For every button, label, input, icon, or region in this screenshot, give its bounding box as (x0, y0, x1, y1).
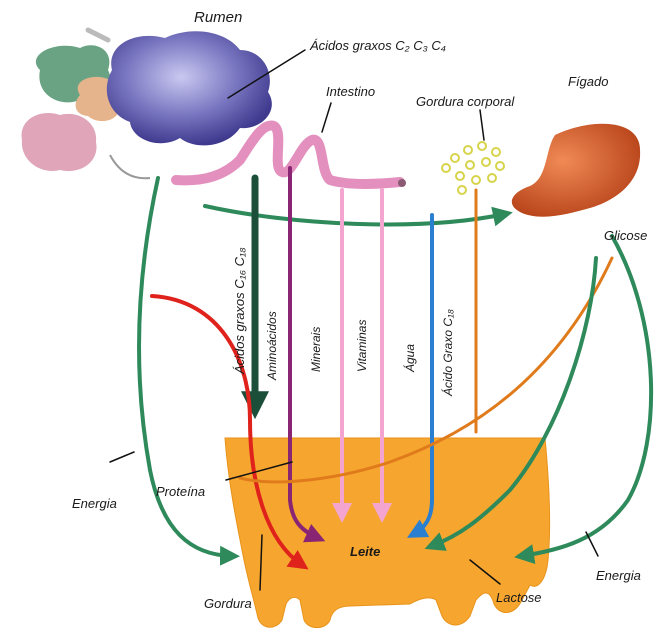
label-proteina: Proteína (156, 484, 205, 499)
label-glicose: Glicose (604, 228, 647, 243)
label-gordura: Gordura (204, 596, 252, 611)
pointer-intestino (322, 103, 331, 132)
label-energia-right: Energia (596, 568, 641, 583)
label-acidos-graxos-long: Ácidos graxos C₁₆ C₁₈ (232, 247, 247, 375)
label-energia-left: Energia (72, 496, 117, 511)
body-fat-dots (442, 142, 504, 194)
label-intestino: Intestino (326, 84, 375, 99)
pointer-gordura-corporal (480, 110, 484, 140)
liver (512, 124, 640, 217)
pointer-energia-left (110, 452, 134, 462)
rumen-stomach (22, 30, 272, 178)
label-aminoacidos: Aminoácidos (265, 311, 279, 381)
label-gordura-corporal: Gordura corporal (416, 94, 515, 109)
label-vitaminas: Vitaminas (355, 320, 369, 372)
label-leite: Leite (350, 544, 380, 559)
label-rumen: Rumen (194, 9, 242, 26)
label-minerais: Minerais (309, 327, 323, 372)
label-acidos-graxos-top: Ácidos graxos C₂ C₃ C₄ (309, 38, 446, 53)
label-lactose: Lactose (496, 590, 542, 605)
label-acido-graxo-c18: Ácido Graxo C₁₈ (440, 309, 455, 397)
label-agua: Água (402, 344, 417, 373)
arrow-energia-left (139, 178, 232, 556)
label-figado: Fígado (568, 74, 608, 89)
arrow-glicose-to-liver (205, 206, 505, 224)
